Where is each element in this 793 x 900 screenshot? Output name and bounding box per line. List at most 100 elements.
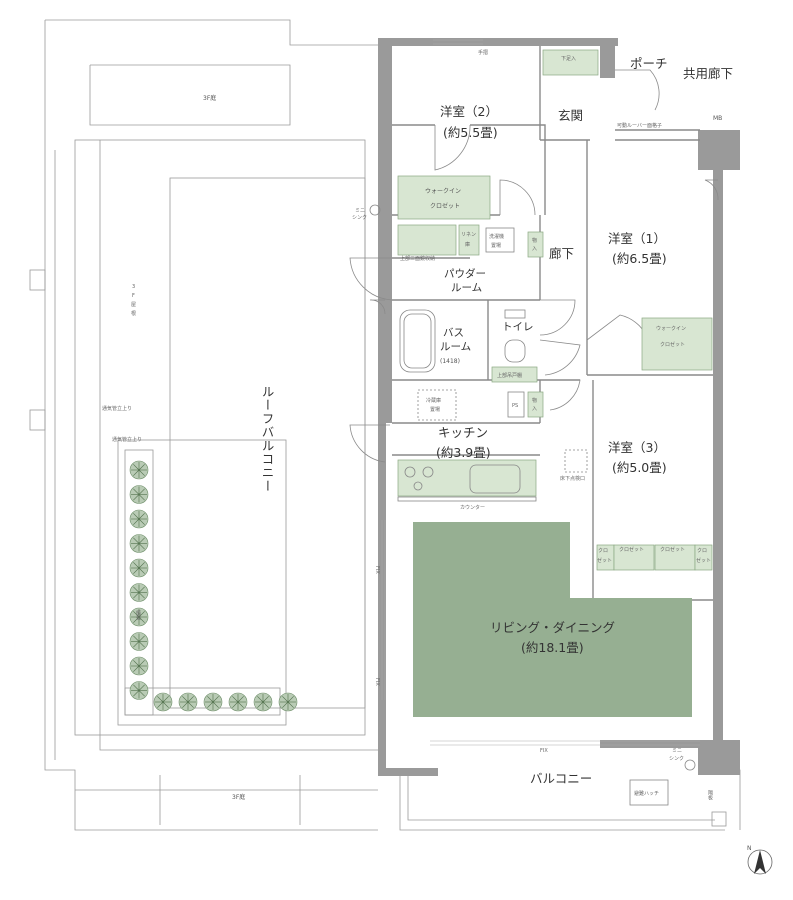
closet-b3-mid-label: クロゼット — [619, 546, 644, 553]
shoe-storage-label: 下足入 — [561, 56, 576, 62]
counter-line — [397, 496, 537, 502]
underfloor-label: 床下点検口 — [560, 475, 585, 482]
shrub-icon — [129, 485, 149, 504]
walkin-2-label-1: ウォークイン — [425, 187, 461, 195]
shrub-icon — [228, 692, 248, 712]
bath-size-label: (1418) — [440, 358, 460, 365]
ps-box — [507, 391, 525, 418]
bedroom1-size: (約6.5畳) — [612, 251, 667, 266]
compass-needle-icon — [754, 850, 766, 874]
vent-pipe-label-1: 通気管立上り — [102, 405, 132, 412]
mini-sink-roof — [369, 204, 381, 216]
powder-room-label-1: パウダー — [444, 267, 486, 280]
fix-label-left-2: FIX — [374, 678, 380, 686]
closet-b3-far-label-2: ゼット — [696, 557, 711, 564]
balcony-label: バルコニー — [530, 771, 592, 786]
storage-b-label-1: 物 — [532, 397, 537, 404]
closet-b3-far-label-1: クロ — [697, 548, 707, 554]
mini-sink-roof-label-1: ミニ — [355, 208, 365, 214]
shrub-icon — [129, 558, 149, 578]
shrub-icon — [178, 692, 198, 712]
porch-label: ポーチ — [630, 56, 668, 71]
mini-sink-roof-label-2: シンク — [352, 215, 367, 221]
common-corridor-label: 共用廊下 — [683, 66, 733, 81]
roof-3f-label-1: 3 — [132, 284, 135, 290]
washer-space — [485, 227, 515, 253]
walkin-1-label-2: クロゼット — [660, 341, 685, 348]
fixtures — [369, 204, 696, 806]
door-swings — [349, 69, 719, 463]
bath-label-2: ルーム — [440, 341, 471, 353]
stove-burner-1 — [404, 466, 416, 478]
kitchen-size: (約3.9畳) — [436, 445, 491, 460]
shoe-storage — [542, 49, 599, 76]
fridge-label-1: 冷蔵庫 — [426, 397, 441, 404]
toilet-upper-shelf — [491, 366, 538, 383]
shrub-icon — [129, 534, 149, 553]
walkin-closet-1 — [641, 317, 713, 371]
washer-label-1: 洗濯機 — [489, 233, 504, 240]
bedroom1-name: 洋室（1） — [608, 231, 666, 246]
planting-area — [129, 460, 298, 712]
garden-3f-bottom-label: 3F庭 — [232, 793, 245, 801]
evac-hatch — [629, 779, 669, 806]
linen-label-1: リネン — [461, 232, 476, 238]
planting-label: 植栽 — [135, 609, 141, 620]
vent-louver-label: 可動ルーバー面格子 — [617, 122, 662, 129]
hallway-label: 廊下 — [549, 246, 574, 261]
partition-label: 隔板 — [707, 789, 713, 801]
fridge-space — [417, 389, 457, 421]
bedroom3-size: (約5.0畳) — [612, 460, 667, 475]
roof-balcony-label: ルーフバルコニー — [260, 385, 275, 493]
shrub-icon — [129, 607, 149, 627]
storage-label-1: 物 — [532, 237, 537, 244]
storage-label-2: 入 — [532, 246, 537, 252]
bedroom2-size: (約5.5畳) — [443, 125, 498, 140]
roof-3f-label-4: 根 — [131, 310, 136, 317]
vanity-counter — [397, 224, 457, 256]
linen-label-2: 庫 — [465, 241, 470, 248]
kitchen-name: キッチン — [438, 425, 488, 440]
fix-label-bottom: FIX — [540, 748, 548, 754]
handrail-label: 手摺 — [478, 49, 488, 56]
shrub-icon — [278, 692, 298, 712]
shrub-icon — [153, 692, 173, 712]
compass-north-label: N — [747, 845, 752, 852]
living-dining-area — [413, 522, 692, 717]
evac-hatch-label: 避難ハッチ — [634, 790, 659, 797]
ps-label: PS — [512, 403, 518, 409]
entrance-label: 玄関 — [558, 108, 583, 123]
storage-b2 — [527, 391, 544, 418]
fix-label-left-1: FIX — [374, 566, 380, 574]
shrub-icon — [129, 509, 149, 529]
fridge-label-2: 置場 — [430, 406, 440, 413]
stove-burner-3 — [413, 481, 423, 491]
closet-b3-left-label-2: ゼット — [597, 557, 612, 564]
shrub-icon — [129, 681, 149, 700]
mb-label: MB — [713, 115, 722, 122]
toilet-bowl — [504, 339, 526, 363]
washer-label-2: 置場 — [491, 242, 501, 249]
bedroom2-name: 洋室（2） — [440, 104, 498, 119]
window-lines — [381, 39, 700, 746]
bathtub-inner — [403, 313, 432, 369]
living-size: (約18.1畳) — [521, 640, 584, 655]
bedroom3-name: 洋室（3） — [608, 440, 666, 455]
shrub-icon — [253, 692, 273, 712]
underfloor-hatch — [564, 449, 588, 473]
mini-sink-balcony — [684, 759, 696, 771]
roof-3f-label-3: 屋 — [131, 302, 136, 308]
shrub-icon — [129, 583, 149, 602]
storage-units — [397, 49, 713, 571]
garden-3f-top-label: 3F庭 — [203, 94, 216, 102]
closet-b3-right-label: クロゼット — [660, 546, 685, 553]
roof-3f-label-2: F — [132, 293, 135, 299]
walkin-2-label-2: クロゼット — [430, 202, 460, 210]
shrub-icon — [203, 692, 223, 712]
stove-burner-2 — [422, 466, 434, 478]
roof-balcony-outline — [29, 19, 378, 831]
small-labels: 手摺 下足入 可動ルーバー面格子 MB ウォークイン クロゼット ウォークイン … — [102, 49, 722, 801]
sink — [469, 464, 521, 494]
living-name: リビング・ダイニング — [490, 620, 615, 635]
